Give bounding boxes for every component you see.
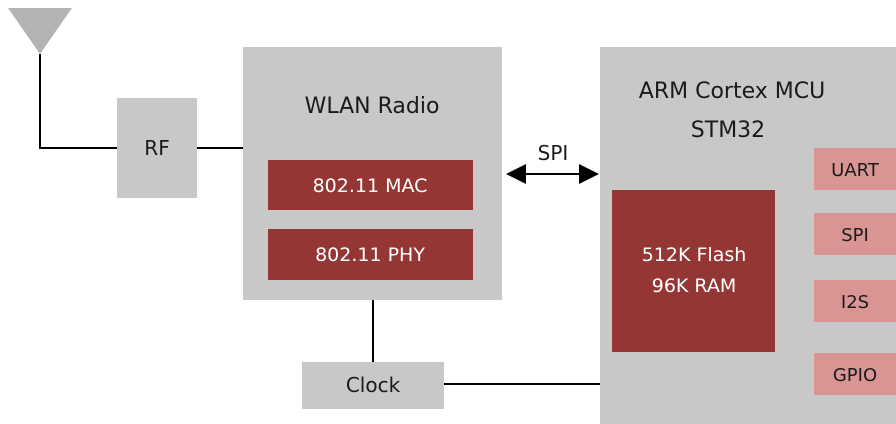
wlan-radio-block: WLAN Radio 802.11 MAC 802.11 PHY — [243, 47, 502, 300]
mcu-title-line2: STM32 — [691, 118, 765, 143]
phy-block: 802.11 PHY — [268, 229, 473, 280]
peripheral-spi-label: SPI — [841, 225, 869, 246]
peripheral-gpio: GPIO — [814, 353, 896, 395]
phy-label: 802.11 PHY — [315, 244, 425, 266]
wlan-radio-title: WLAN Radio — [305, 94, 440, 119]
memory-flash-label: 512K Flash — [642, 244, 747, 266]
mac-block: 802.11 MAC — [268, 160, 473, 210]
memory-block: 512K Flash 96K RAM — [612, 190, 775, 352]
peripheral-i2s-label: I2S — [841, 292, 869, 313]
peripheral-gpio-label: GPIO — [833, 365, 877, 386]
peripheral-uart-label: UART — [831, 160, 880, 181]
clock-label: Clock — [346, 373, 401, 397]
memory-ram-label: 96K RAM — [652, 275, 737, 297]
spi-bus-label: SPI — [538, 141, 569, 165]
peripheral-i2s: I2S — [814, 280, 896, 322]
clock-block: Clock — [302, 362, 444, 409]
antenna-to-rf-wire — [39, 54, 117, 149]
peripheral-spi: SPI — [814, 213, 896, 255]
rf-block: RF — [117, 98, 197, 198]
mcu-title-line1: ARM Cortex MCU — [639, 79, 825, 104]
antenna-icon — [8, 8, 72, 54]
mac-label: 802.11 MAC — [313, 175, 428, 197]
mcu-block: ARM Cortex MCU STM32 512K Flash 96K RAM … — [600, 47, 896, 424]
rf-label: RF — [144, 136, 169, 160]
peripheral-uart: UART — [814, 148, 896, 190]
